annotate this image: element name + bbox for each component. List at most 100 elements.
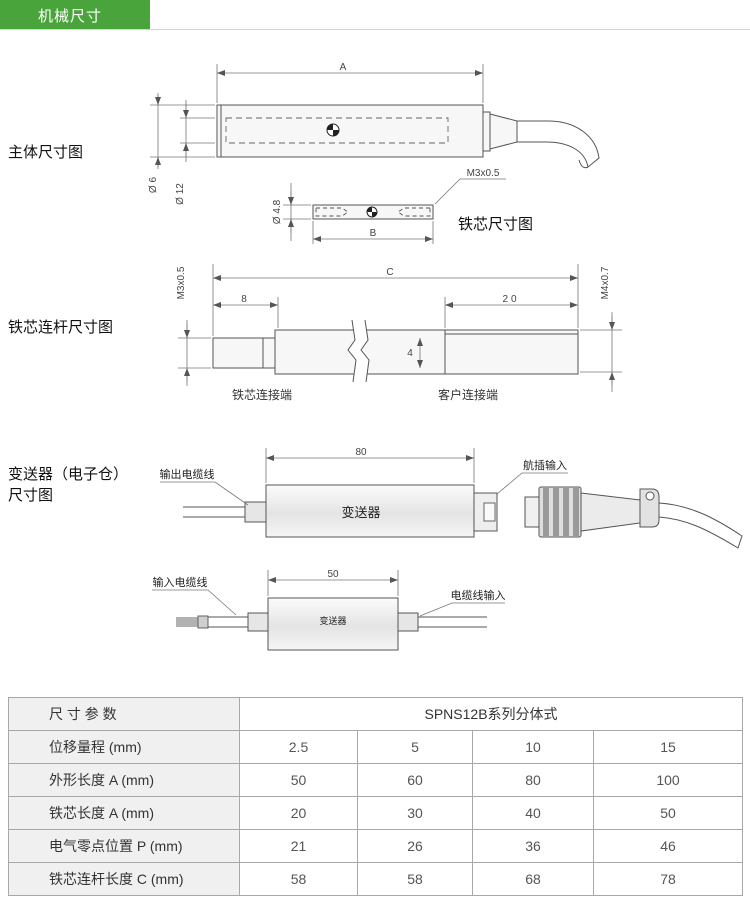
thread-right-label: M4x0.7 xyxy=(600,266,611,299)
header-divider xyxy=(0,29,750,30)
core-thread-callout: M3x0.5 xyxy=(434,168,506,205)
table-cell: 80 xyxy=(472,763,594,797)
core-diameter-label: Ø 4.8 xyxy=(272,199,283,224)
body-drawing: A Ø 6 Ø 12 xyxy=(148,62,600,205)
row-label: 铁芯长度 A (mm) xyxy=(8,796,240,830)
rod-thread-right: M4x0.7 xyxy=(580,266,622,392)
table-header-row: 尺 寸 参 数 SPNS12B系列分体式 xyxy=(8,697,744,731)
core-drawing-label: 铁芯尺寸图 xyxy=(458,215,534,233)
dimension-50: 50 xyxy=(267,569,399,596)
dimension-spec-table: 尺 寸 参 数 SPNS12B系列分体式 位移量程 (mm) 2.5 5 10 … xyxy=(8,697,744,896)
connecting-rod xyxy=(274,329,579,375)
aviation-socket xyxy=(473,492,498,532)
table-cell: 26 xyxy=(357,829,473,863)
cable-input-label: 电缆线输入 xyxy=(451,588,506,602)
row-label: 铁芯连杆长度 C (mm) xyxy=(8,862,240,896)
core-center-mark-icon xyxy=(366,206,378,218)
rod-core-end xyxy=(212,337,276,369)
dimension-core-diameter: Ø 4.8 xyxy=(272,183,311,241)
transmitter-small-drawing: 50 变送器 输入电缆线 电缆线输入 xyxy=(152,569,506,651)
transmitter-housing xyxy=(265,484,475,538)
core-cavity-outline xyxy=(225,117,449,144)
table-cell: 60 xyxy=(357,763,473,797)
row-label: 电气零点位置 P (mm) xyxy=(8,829,240,863)
cable-strain-relief xyxy=(489,113,518,150)
connector-input-label: 航插输入 xyxy=(523,458,567,472)
dimension-80: 80 xyxy=(265,447,475,483)
dimension-50-label: 50 xyxy=(327,569,339,580)
table-cell: 78 xyxy=(592,862,744,896)
transmitter-drawing-label-line1: 变送器（电子仓） xyxy=(8,465,129,483)
rod-break-mark xyxy=(347,319,370,383)
body-end-step xyxy=(482,111,491,152)
body-cable xyxy=(516,120,600,168)
transmitter-drawing-label-line2: 尺寸图 xyxy=(8,486,54,504)
customer-end-label: 客户连接端 xyxy=(438,387,498,402)
transmitter-body-label: 变送器 xyxy=(341,505,380,521)
table-cell: 15 xyxy=(592,730,744,764)
core-drawing: Ø 4.8 B M3x0.5 xyxy=(272,168,506,244)
input-cable-label: 输入电缆线 xyxy=(153,575,208,589)
diameter-outer-label: Ø 12 xyxy=(175,183,186,205)
body-drawing-label: 主体尺寸图 xyxy=(8,143,84,161)
section-header-tab: 机械尺寸 xyxy=(0,0,150,29)
table-row: 铁芯长度 A (mm) 20 30 40 50 xyxy=(8,796,744,830)
dimension-20: 20 xyxy=(444,294,578,328)
dimension-b: B xyxy=(312,221,434,244)
transmitter-small-body-label: 变送器 xyxy=(319,615,346,627)
table-row: 铁芯连杆长度 C (mm) 58 58 68 78 xyxy=(8,862,744,896)
dimension-b-label: B xyxy=(370,228,377,239)
section-title: 机械尺寸 xyxy=(38,7,103,25)
output-cable-label: 输出电缆线 xyxy=(160,467,215,481)
mechanical-drawings: A Ø 6 Ø 12 xyxy=(148,62,743,651)
transmitter-large-drawing: 80 变送器 输出电缆线 航插输入 xyxy=(160,447,743,549)
table-cell: 30 xyxy=(357,796,473,830)
series-header-cell: SPNS12B系列分体式 xyxy=(238,697,744,731)
table-cell: 100 xyxy=(592,763,744,797)
connector-input-callout: 航插输入 xyxy=(496,458,568,495)
dimension-diameters: Ø 6 Ø 12 xyxy=(148,93,215,205)
dimension-a-label: A xyxy=(340,62,347,73)
output-cable-right xyxy=(397,612,487,632)
cable-input-callout: 电缆线输入 xyxy=(419,588,506,617)
dimension-4-label: 4 xyxy=(407,348,413,359)
input-cable-callout: 输入电缆线 xyxy=(152,575,237,616)
table-cell: 58 xyxy=(357,862,473,896)
dimension-20-label: 20 xyxy=(502,294,519,305)
core-thread-label: M3x0.5 xyxy=(467,168,500,179)
table-cell: 68 xyxy=(472,862,594,896)
row-label: 位移量程 (mm) xyxy=(8,730,240,764)
table-cell: 58 xyxy=(239,862,358,896)
output-cable xyxy=(183,501,267,523)
thread-left-label: M3x0.5 xyxy=(176,266,187,299)
table-cell: 50 xyxy=(592,796,744,830)
rod-drawing: C 8 20 4 M xyxy=(176,264,622,402)
table-cell: 46 xyxy=(592,829,744,863)
table-cell: 36 xyxy=(472,829,594,863)
table-cell: 10 xyxy=(472,730,594,764)
table-cell: 40 xyxy=(472,796,594,830)
sensor-body xyxy=(216,104,484,158)
table-cell: 20 xyxy=(239,796,358,830)
table-row: 电气零点位置 P (mm) 21 26 36 46 xyxy=(8,829,744,863)
dimension-c-label: C xyxy=(386,267,393,278)
diameter-inner-label: Ø 6 xyxy=(148,177,159,194)
output-cable-callout: 输出电缆线 xyxy=(160,467,249,506)
table-cell: 5 xyxy=(357,730,473,764)
dimension-80-label: 80 xyxy=(355,447,367,458)
table-row: 位移量程 (mm) 2.5 5 10 15 xyxy=(8,730,744,764)
table-cell: 2.5 xyxy=(239,730,358,764)
rod-drawing-label: 铁芯连杆尺寸图 xyxy=(8,318,114,336)
table-cell: 21 xyxy=(239,829,358,863)
param-header-cell: 尺 寸 参 数 xyxy=(8,697,240,731)
dimension-8-label: 8 xyxy=(241,294,247,305)
dimension-4: 4 xyxy=(407,338,423,368)
row-label: 外形长度 A (mm) xyxy=(8,763,240,797)
table-row: 外形长度 A (mm) 50 60 80 100 xyxy=(8,763,744,797)
dimension-a: A xyxy=(216,62,484,103)
core-end-label: 铁芯连接端 xyxy=(232,387,292,402)
dimension-c: C xyxy=(212,264,579,336)
dimension-8: 8 xyxy=(213,294,279,328)
center-mark-icon xyxy=(326,123,340,137)
aviation-plug xyxy=(524,486,743,549)
